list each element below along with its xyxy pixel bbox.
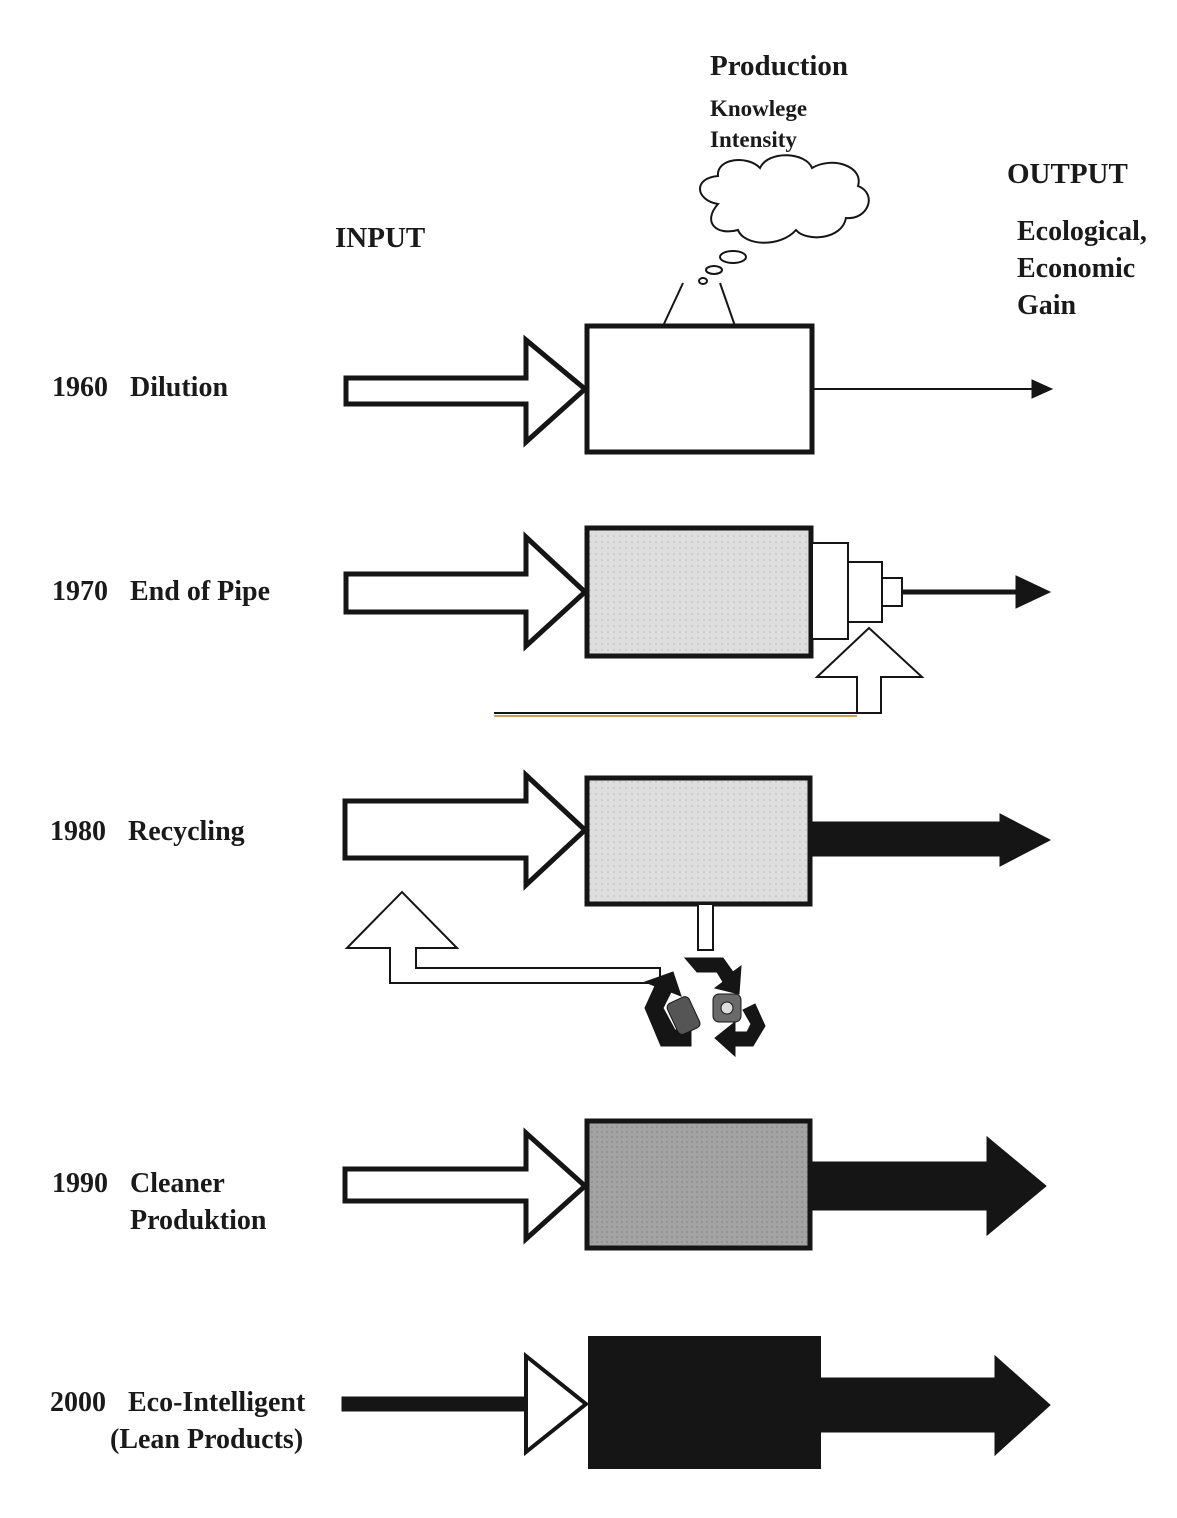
recycling-symbol-icon bbox=[643, 957, 766, 1058]
output-arrowhead bbox=[1031, 379, 1054, 399]
filter-stage-3 bbox=[881, 577, 903, 607]
input-arrow bbox=[342, 769, 589, 891]
production-box bbox=[584, 775, 813, 907]
stage-1960-name: Dilution bbox=[130, 372, 229, 403]
stage-1990-name-line-1: Cleaner bbox=[130, 1168, 225, 1199]
thought-cloud-icon bbox=[698, 154, 870, 285]
recycle-outlet bbox=[697, 903, 714, 951]
production-box bbox=[584, 323, 815, 455]
output-subtitle-line-1: Ecological, bbox=[1017, 216, 1147, 247]
filter-stage-1 bbox=[811, 542, 849, 640]
input-arrow bbox=[342, 1127, 589, 1245]
recycle-return-arrow bbox=[344, 890, 661, 984]
input-line bbox=[341, 1396, 529, 1412]
stage-1970-diagram bbox=[343, 525, 1052, 717]
production-box bbox=[584, 1118, 813, 1251]
output-arrow bbox=[811, 1135, 1047, 1237]
output-arrowhead bbox=[1015, 575, 1052, 609]
stage-1990-name-line-2: Produktion bbox=[130, 1205, 267, 1236]
input-arrow bbox=[343, 531, 589, 652]
stage-1980-diagram bbox=[342, 769, 1052, 984]
stage-1990-year: 1990 bbox=[52, 1168, 108, 1199]
stage-1960-diagram bbox=[343, 323, 1054, 455]
stage-1970-year: 1970 bbox=[52, 576, 108, 607]
stage-2000-name-line-1: Eco-Intelligent bbox=[128, 1387, 306, 1418]
production-box bbox=[584, 525, 814, 659]
input-arrow bbox=[343, 334, 589, 448]
production-heading: Production bbox=[710, 50, 849, 82]
input-heading: INPUT bbox=[335, 222, 426, 254]
output-heading: OUTPUT bbox=[1007, 158, 1128, 190]
filter-stage-2 bbox=[847, 561, 883, 623]
stage-2000-name-line-2: (Lean Products) bbox=[110, 1424, 304, 1455]
cloud-connector-lines bbox=[662, 282, 736, 327]
stage-1980-name: Recycling bbox=[128, 816, 245, 847]
stage-1990-diagram bbox=[342, 1118, 1047, 1251]
production-subtitle-line-1: Knowlege bbox=[710, 96, 808, 121]
output-subtitle-line-2: Economic bbox=[1017, 253, 1136, 284]
production-box bbox=[588, 1336, 821, 1469]
stage-1970-name: End of Pipe bbox=[130, 576, 271, 607]
output-arrow bbox=[811, 813, 1052, 867]
stage-1960-year: 1960 bbox=[52, 372, 108, 403]
output-subtitle-line-3: Gain bbox=[1017, 290, 1077, 321]
input-arrowhead bbox=[524, 1351, 590, 1457]
production-subtitle-line-2: Intensity bbox=[710, 127, 797, 152]
output-arrow bbox=[819, 1354, 1051, 1457]
waste-up-arrow bbox=[814, 626, 925, 714]
stage-1980-year: 1980 bbox=[50, 816, 106, 847]
stage-2000-year: 2000 bbox=[50, 1387, 106, 1418]
stage-2000-diagram bbox=[341, 1336, 1051, 1469]
